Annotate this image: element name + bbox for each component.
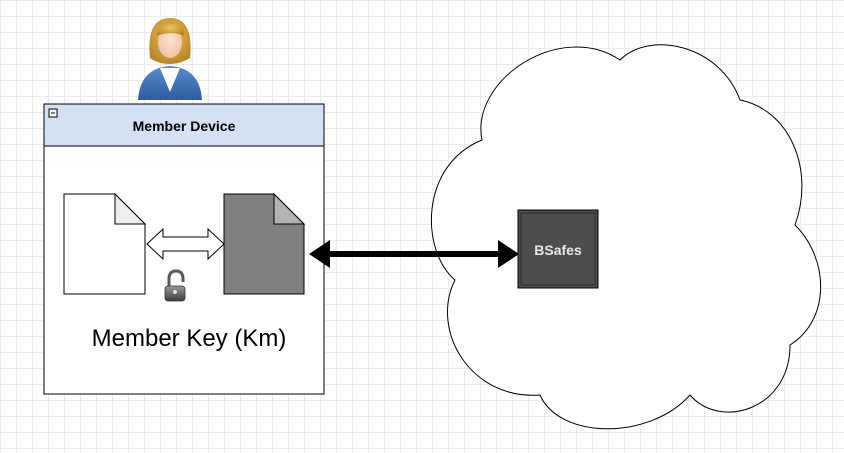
- bsafes-server: BSafes: [517, 209, 599, 289]
- collapse-button[interactable]: [48, 108, 58, 118]
- cloud-shape: [431, 44, 822, 430]
- container-title: Member Device: [133, 118, 236, 134]
- lock-icon: [164, 269, 186, 302]
- user-avatar-icon: [138, 18, 202, 100]
- bold-double-arrow-icon: [309, 240, 519, 268]
- document-icon: [63, 192, 147, 295]
- server-label: BSafes: [534, 242, 582, 258]
- encrypted-document-icon: [223, 192, 306, 295]
- member-key-label: Member Key (Km): [92, 325, 287, 352]
- container-header: [43, 103, 325, 147]
